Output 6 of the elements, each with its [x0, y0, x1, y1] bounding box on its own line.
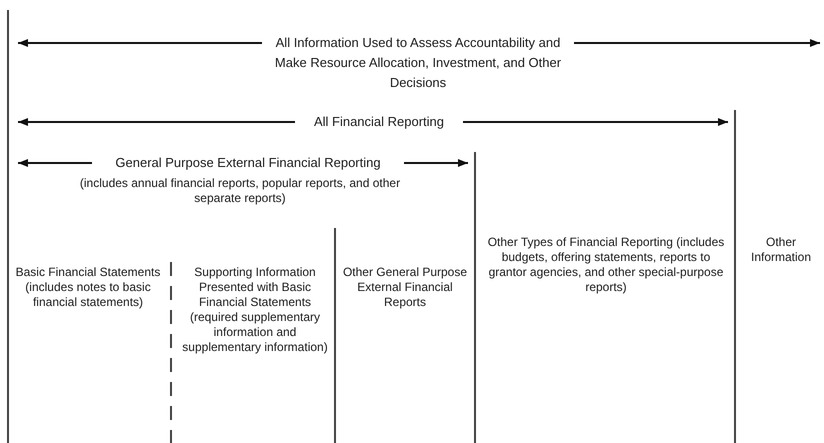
category-label: Other Information	[750, 235, 812, 265]
category-label: (includes annual financial reports, popular reports, and other separate reports)	[78, 176, 402, 206]
category-label: Basic Financial Statements (includes notes to basic financial statements)	[14, 265, 162, 310]
category-label: Other Types of Financial Reporting (includes budgets, offering statements, reports to grantor agencies, and other special-purpose reports)	[486, 235, 726, 295]
category-label: Other General Purpose External Financial Reports	[342, 265, 468, 310]
category-label: Supporting Information Presented with Basic Financial Statements (required supplementary information and supplementary information)	[181, 265, 329, 355]
